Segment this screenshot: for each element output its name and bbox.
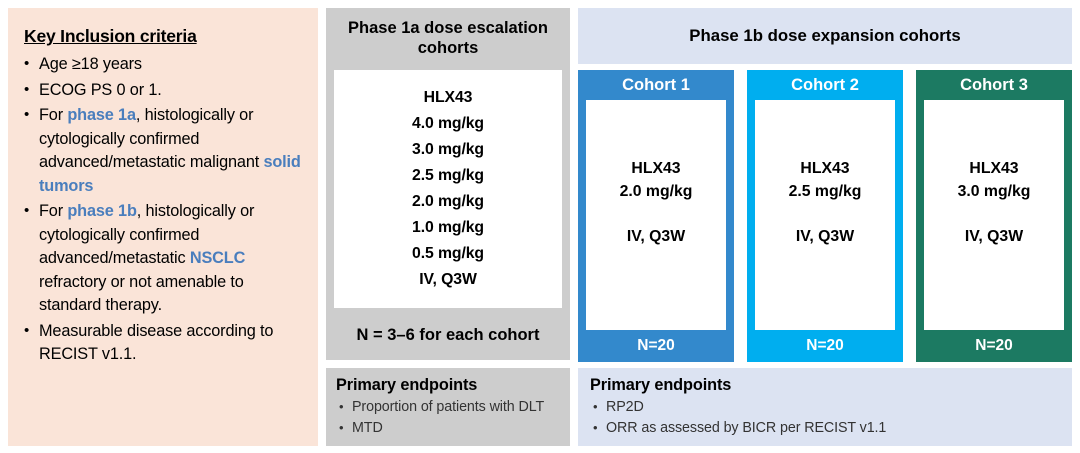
cohort-dose: 3.0 mg/kg (957, 182, 1031, 200)
phase-1a-header: Phase 1a dose escalation cohorts (348, 19, 548, 57)
cohort-title: Cohort 2 (791, 75, 859, 94)
phase-1b-header: Phase 1b dose expansion cohorts (578, 8, 1072, 64)
inclusion-criteria-text: For (39, 202, 68, 220)
phase-1a-primary-endpoints-panel: Primary endpoints Proportion of patients… (326, 368, 570, 446)
inclusion-criteria-text: ECOG PS 0 or 1. (39, 80, 162, 99)
cohort-dose: 2.5 mg/kg (788, 182, 862, 200)
inclusion-criteria-item: Measurable disease according to RECIST v… (22, 319, 304, 367)
cohort-sample-size: N=20 (806, 337, 844, 354)
inclusion-criteria-highlight: phase 1a (67, 106, 136, 124)
inclusion-criteria-item: ECOG PS 0 or 1. (22, 78, 304, 103)
phase-1b-endpoint-item: ORR as assessed by BICR per RECIST v1.1 (590, 417, 1060, 439)
cohort-route: IV, Q3W (626, 227, 686, 245)
cohort-title: Cohort 1 (622, 75, 690, 94)
inclusion-criteria-highlight: NSCLC (189, 249, 246, 267)
phase-1a-endpoints-title: Primary endpoints (336, 376, 478, 394)
cohort-drug-name: HLX43 (800, 159, 850, 177)
key-inclusion-criteria-panel: Key Inclusion criteria Age ≥18 yearsECOG… (8, 8, 318, 446)
phase-1b-endpoints-title: Primary endpoints (590, 376, 732, 394)
inclusion-criteria-highlight: solid tumors (39, 153, 301, 195)
cohort-sample-size: N=20 (975, 337, 1013, 354)
inclusion-criteria-text: Measurable disease according to RECIST v… (39, 321, 274, 364)
phase-1b-endpoints-list: RP2DORR as assessed by BICR per RECIST v… (590, 396, 1060, 439)
inclusion-criteria-highlight: phase 1b (67, 202, 137, 220)
phase-1a-dose-line: IV, Q3W (419, 271, 477, 288)
phase-1a-dose-line: 3.0 mg/kg (412, 141, 484, 158)
phase-1b-primary-endpoints-panel: Primary endpoints RP2DORR as assessed by… (578, 368, 1072, 446)
inclusion-criteria-text: refractory or not amenable to standard t… (39, 272, 244, 315)
inclusion-criteria-text: , histologically or cytologically confir… (39, 106, 264, 171)
phase-1a-dose-box: HLX43 4.0 mg/kg 3.0 mg/kg 2.5 mg/kg 2.0 mg/k… (334, 70, 562, 308)
phase-1a-dose-line: 4.0 mg/kg (412, 115, 484, 132)
inclusion-criteria-text: For (39, 106, 68, 124)
inclusion-criteria-item: For phase 1b, histologically or cytologi… (22, 199, 304, 318)
phase-1b-endpoint-item: RP2D (590, 396, 1060, 418)
cohort-title: Cohort 3 (960, 75, 1028, 94)
phase-1a-endpoint-item: Proportion of patients with DLT (336, 396, 560, 418)
inclusion-criteria-item: For phase 1a, histologically or cytologi… (22, 103, 304, 198)
phase-1a-dose-line: 0.5 mg/kg (412, 245, 484, 262)
inclusion-criteria-text: Age ≥18 years (39, 55, 142, 73)
phase-1a-dose-line: 1.0 mg/kg (412, 219, 484, 236)
phase-1a-endpoint-item: MTD (336, 417, 560, 439)
phase-1a-panel: Phase 1a dose escalation cohorts HLX43 4.… (326, 8, 570, 360)
phase-1a-dose-line: 2.5 mg/kg (412, 167, 484, 184)
phase-1b-column: Phase 1b dose expansion cohorts Cohort 1… (578, 8, 1072, 446)
phase-1a-dose-line: 2.0 mg/kg (412, 193, 484, 210)
phase-1a-sample-size: N = 3–6 for each cohort (356, 325, 540, 344)
inclusion-criteria-text: , histologically or cytologically confir… (39, 202, 255, 267)
inclusion-criteria-item: Age ≥18 years (22, 52, 304, 77)
cohort-drug-name: HLX43 (631, 159, 681, 177)
cohort-route: IV, Q3W (795, 227, 855, 245)
phase-1a-column: Phase 1a dose escalation cohorts HLX43 4.… (326, 8, 570, 446)
phase-1a-dose-line: HLX43 (423, 89, 473, 106)
cohort-dose: 2.0 mg/kg (619, 182, 693, 200)
cohort-drug-name: HLX43 (969, 159, 1019, 177)
inclusion-criteria-title: Key Inclusion criteria (24, 26, 197, 46)
cohort-sample-size: N=20 (637, 337, 675, 354)
cohort-route: IV, Q3W (964, 227, 1024, 245)
inclusion-criteria-list: Age ≥18 yearsECOG PS 0 or 1. For phase 1a… (22, 52, 304, 367)
phase-1a-endpoints-list: Proportion of patients with DLTMTD (336, 396, 560, 439)
